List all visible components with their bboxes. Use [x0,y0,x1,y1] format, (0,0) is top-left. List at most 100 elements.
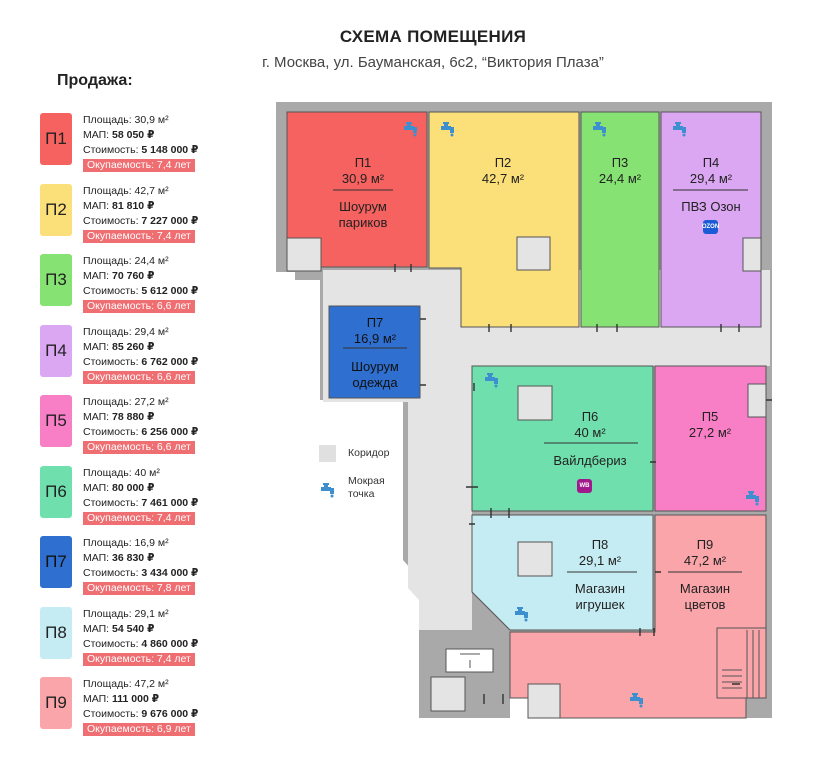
unit-cost: Стоимость: 5 148 000 ₽ [83,144,199,156]
sale-label: Продажа: [57,72,133,89]
room-p4 [660,111,762,328]
unit-payback: Окупаемость: 7,4 лет [83,652,195,666]
water-tap-icon [485,373,498,388]
water-tap-icon [630,693,643,708]
unit-cost: Стоимость: 4 860 000 ₽ [83,637,199,650]
unit-badge: П8 [40,606,72,659]
unit-info: Площадь: 24,4 м² МАП: 70 760 ₽ Стоимость: … [83,254,198,314]
room-p7 [328,305,421,399]
room-p2 [428,111,580,328]
unit-area: Площадь: 47,2 м² [83,678,169,690]
ozon-logo: OZON [702,220,719,234]
doors [394,264,772,704]
address: г. Москва, ул. Бауманская, 6с2, “Виктори… [262,54,604,71]
water-tap-icon [673,122,686,137]
unit-area: Площадь: 42,7 м² [83,184,169,197]
unit-map: МАП: 80 000 ₽ [83,481,155,494]
corridor-legend-label: Коридор [348,447,390,459]
water-tap-icon [515,607,528,622]
price-card: П1 Площадь: 30,9 м² МАП: 58 050 ₽ Стоимость… [40,113,230,172]
column [286,237,322,272]
column [430,676,466,712]
unit-map: МАП: 58 050 ₽ [83,129,155,141]
wildberries-logo: WB [577,479,592,493]
room-p8 [471,514,654,631]
unit-map: МАП: 111 000 ₽ [83,693,160,705]
unit-cost: Стоимость: 6 256 000 ₽ [83,426,199,438]
water-tap-icon [321,483,334,498]
unit-map: МАП: 70 760 ₽ [83,270,155,282]
unit-info: Площадь: 29,4 м² МАП: 85 260 ₽ Стоимость: … [83,325,198,385]
column [517,385,553,421]
unit-info: Площадь: 27,2 м² МАП: 78 880 ₽ Стоимость: … [83,395,198,455]
page-title: СХЕМА ПОМЕЩЕНИЯ [339,27,527,46]
column [742,237,762,272]
unit-payback: Окупаемость: 7,4 лет [83,511,195,525]
unit-area: Площадь: 16,9 м² [83,537,169,549]
unit-area: Площадь: 27,2 м² [83,396,169,408]
unit-map: МАП: 81 810 ₽ [83,199,155,212]
unit-map: МАП: 85 260 ₽ [83,340,155,353]
water-tap-icon [746,491,759,506]
unit-cost: Стоимость: 7 461 000 ₽ [83,496,199,509]
unit-cost: Стоимость: 9 676 000 ₽ [83,708,199,720]
water-tap-icon [441,122,454,137]
water-tap-icon [404,122,417,137]
corridor [323,270,770,630]
stairs [716,627,767,699]
unit-payback: Окупаемость: 7,4 лет [83,159,195,172]
unit-payback: Окупаемость: 6,9 лет [83,723,195,736]
corridor-legend-swatch [319,445,336,462]
unit-info: Площадь: 30,9 м² МАП: 58 050 ₽ Стоимость: … [83,113,198,173]
unit-cost: Стоимость: 6 762 000 ₽ [83,355,199,368]
price-card: П5 Площадь: 27,2 м² МАП: 78 880 ₽ Стоимость… [40,395,230,454]
unit-badge: П5 [40,395,72,447]
unit-area: Площадь: 24,4 м² [83,255,169,267]
unit-badge: П2 [40,183,72,236]
unit-badge: П6 [40,465,72,518]
unit-map: МАП: 78 880 ₽ [83,411,155,423]
price-card: П8 Площадь: 29,1 м² МАП: 54 540 ₽ Стоимость… [40,606,230,666]
price-card: П4 Площадь: 29,4 м² МАП: 85 260 ₽ Стоимость… [40,324,230,384]
column [517,541,553,577]
unit-payback: Окупаемость: 6,6 лет [83,441,195,454]
unit-payback: Окупаемость: 7,8 лет [83,582,195,595]
column [747,383,767,418]
unit-cost: Стоимость: 5 612 000 ₽ [83,285,199,297]
unit-badge: П3 [40,254,72,306]
room-p6 [471,365,654,512]
unit-badge: П7 [40,536,72,588]
unit-info: Площадь: 47,2 м² МАП: 111 000 ₽ Стоимость:… [83,677,198,737]
unit-badge: П1 [40,113,72,165]
unit-payback: Окупаемость: 7,4 лет [83,229,195,243]
unit-map: МАП: 36 830 ₽ [83,552,155,564]
unit-payback: Окупаемость: 6,6 лет [83,300,195,313]
water-tap-icon [593,122,606,137]
unit-area: Площадь: 29,4 м² [83,325,169,338]
unit-map: МАП: 54 540 ₽ [83,622,155,635]
unit-payback: Окупаемость: 6,6 лет [83,370,195,384]
room-p3 [580,111,660,328]
column [516,236,551,271]
unit-area: Площадь: 29,1 м² [83,607,169,620]
unit-info: Площадь: 29,1 м² МАП: 54 540 ₽ Стоимость: … [83,607,198,667]
column [527,683,561,719]
unit-badge: П4 [40,324,72,377]
unit-area: Площадь: 30,9 м² [83,114,169,126]
